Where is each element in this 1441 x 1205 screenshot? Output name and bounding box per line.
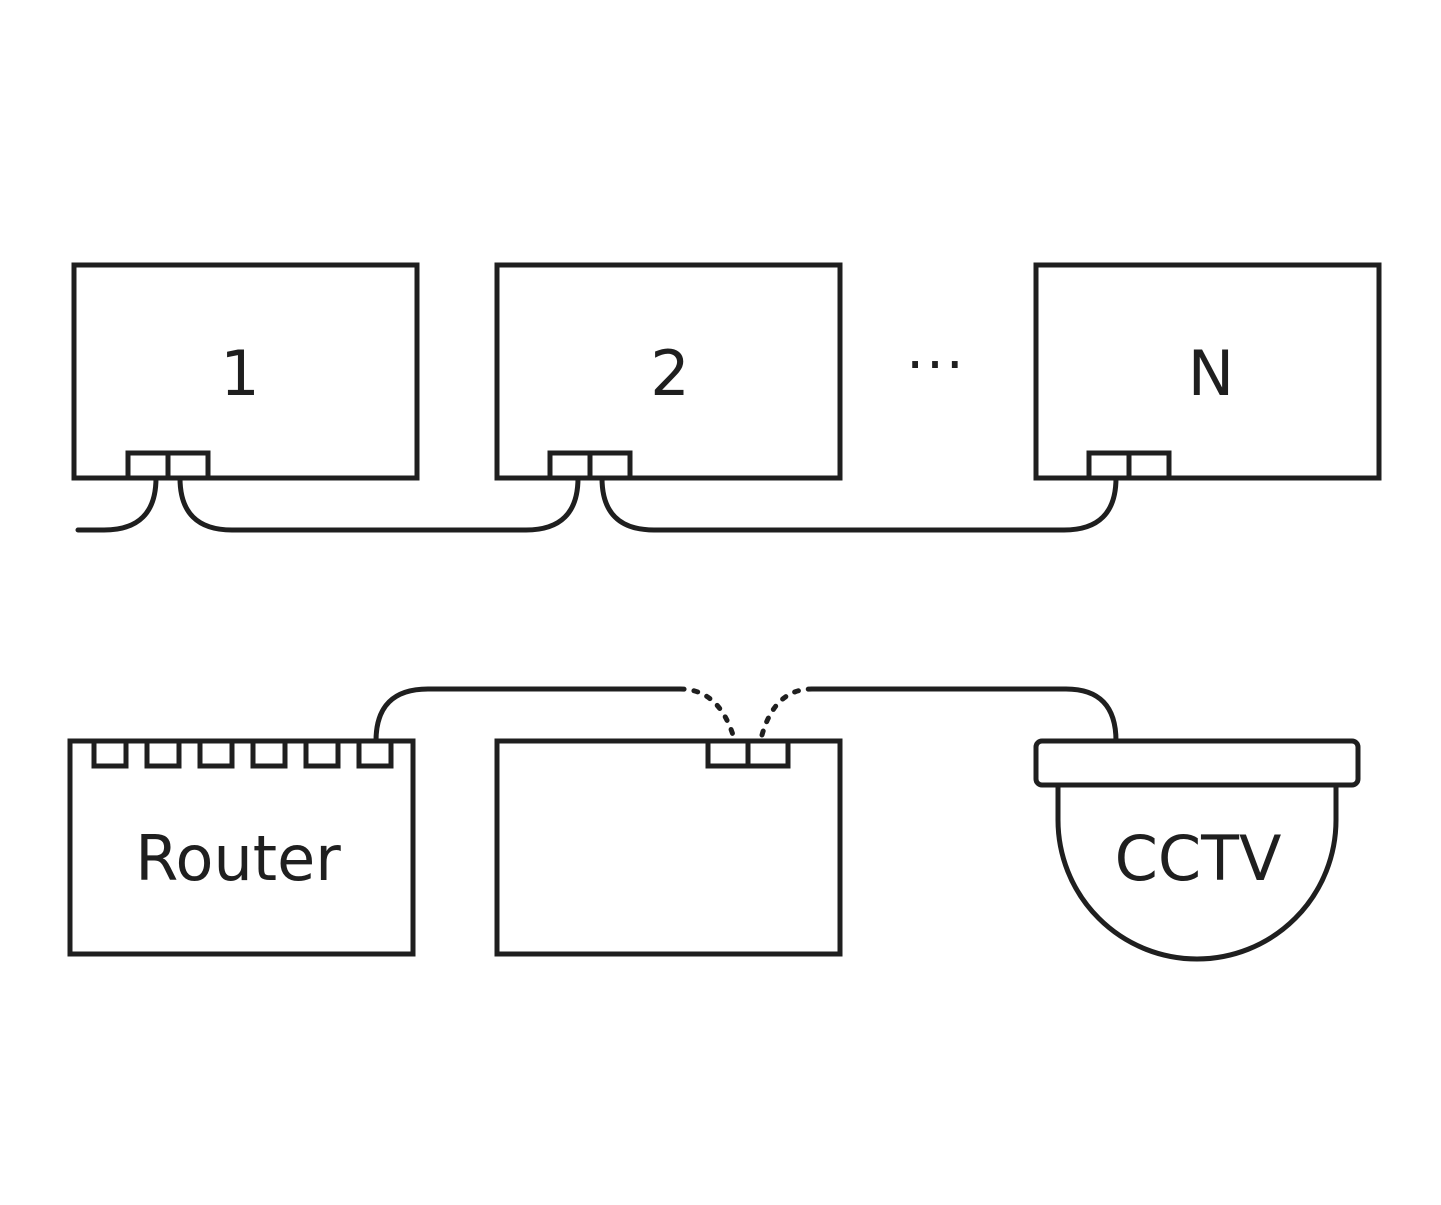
cable-router-to-middle-dotted xyxy=(677,686,736,738)
middle-device-port-1 xyxy=(705,738,751,769)
cable-middle-to-cctv xyxy=(809,686,1119,744)
cable-incoming xyxy=(75,475,159,533)
router: Router xyxy=(67,738,416,957)
middle-device-port-2 xyxy=(745,738,791,769)
device-n-box xyxy=(1033,262,1382,481)
cctv-label: CCTV xyxy=(1115,822,1282,895)
device-2-label: 2 xyxy=(650,337,689,410)
cctv-camera: CCTV xyxy=(1033,738,1361,962)
router-port-1 xyxy=(91,738,129,769)
router-box xyxy=(67,738,416,957)
device-2: 2 xyxy=(494,262,843,481)
router-port-3 xyxy=(197,738,235,769)
device-1-label: 1 xyxy=(220,337,259,410)
device-1-port-out xyxy=(165,450,211,481)
device-2-port-in xyxy=(547,450,593,481)
cable-middle-to-cctv-dotted xyxy=(759,686,815,738)
router-port-4 xyxy=(250,738,288,769)
cable-device-2-to-n xyxy=(599,475,1119,533)
device-1-port-in xyxy=(125,450,171,481)
device-n-port-out xyxy=(1126,450,1172,481)
ellipsis-text: ··· xyxy=(906,333,965,398)
middle-device xyxy=(494,738,843,957)
device-n-label: N xyxy=(1188,337,1234,410)
device-n-port-in xyxy=(1086,450,1132,481)
device-2-port-out xyxy=(587,450,633,481)
device-1: 1 xyxy=(71,262,420,481)
device-1-box xyxy=(71,262,420,481)
router-port-6 xyxy=(356,738,394,769)
cable-router-to-middle xyxy=(373,686,683,744)
cable-device-1-to-2 xyxy=(177,475,581,533)
router-label: Router xyxy=(135,822,341,895)
device-2-box xyxy=(494,262,843,481)
router-port-2 xyxy=(144,738,182,769)
cctv-dome xyxy=(1055,785,1339,962)
cctv-mount-plate xyxy=(1033,738,1361,788)
device-n: N xyxy=(1033,262,1382,481)
router-port-5 xyxy=(303,738,341,769)
middle-device-box xyxy=(494,738,843,957)
